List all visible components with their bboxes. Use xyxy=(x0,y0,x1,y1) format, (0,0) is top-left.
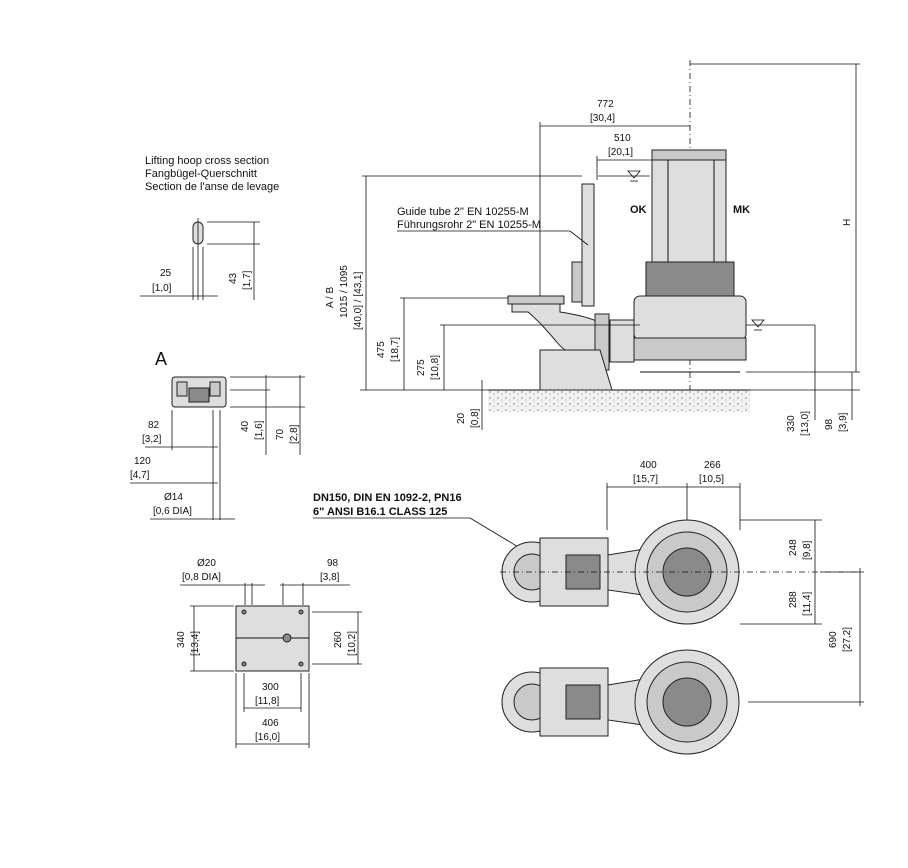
dim-330: 330 xyxy=(786,415,797,432)
dim-120: 120 xyxy=(134,456,151,467)
dim-260: 260 xyxy=(333,631,344,648)
ground xyxy=(488,390,750,412)
dim-248: 248 xyxy=(788,539,799,556)
motor-housing xyxy=(651,149,727,267)
dim-406-in: [16,0] xyxy=(255,732,280,743)
dim-ab-in: [40,0] / [43,1] xyxy=(353,271,364,330)
dim-340: 340 xyxy=(176,631,187,648)
dim-690: 690 xyxy=(828,631,839,648)
dim-275-in: [10,8] xyxy=(430,355,441,380)
dim-40: 40 xyxy=(240,420,251,432)
dim-288: 288 xyxy=(788,591,799,608)
dim-248-in: [9,8] xyxy=(802,540,813,560)
dim-98s-in: [3,9] xyxy=(838,412,849,432)
dim-98b: 98 xyxy=(327,558,339,569)
coupling-stand xyxy=(539,349,613,391)
dim-20-in: [0,8 DIA] xyxy=(182,572,221,583)
dim-772: 772 xyxy=(597,99,614,110)
dim-300-in: [11,8] xyxy=(255,696,279,707)
discharge-flange xyxy=(507,295,565,305)
dim-400: 400 xyxy=(640,460,657,471)
dim-266: 266 xyxy=(704,460,721,471)
lifting-hoop-section: Lifting hoop cross section Fangbügel-Que… xyxy=(140,155,279,300)
dim-20s-in: [0,8] xyxy=(470,408,481,428)
base-plate: Ø20 [0,8 DIA] 98 [3,8] 340 [13,4] 260 [1… xyxy=(176,558,362,748)
dim-98b-in: [3,8] xyxy=(320,572,340,583)
dim-43-in: [1,7] xyxy=(242,270,253,290)
guide-tube-label-de: Führungsrohr 2" EN 10255-M xyxy=(397,219,541,231)
dim-14: Ø14 xyxy=(164,492,183,503)
flange-spec-1: DN150, DIN EN 1092-2, PN16 xyxy=(313,492,462,504)
dim-25: 25 xyxy=(160,268,172,279)
dim-h: H xyxy=(842,219,853,226)
side-view: 772 [30,4] 510 [20,1] H Guide tube 2" EN… xyxy=(325,60,860,436)
dim-275: 275 xyxy=(416,359,427,376)
dim-510-in: [20,1] xyxy=(608,147,633,158)
section-title-en: Lifting hoop cross section xyxy=(145,155,269,167)
dim-25-in: [1,0] xyxy=(152,283,172,294)
level-mk: MK xyxy=(733,204,750,216)
detail-a-label: A xyxy=(155,349,167,369)
dim-ab: A / B xyxy=(325,287,336,308)
dim-120-in: [4,7] xyxy=(130,470,150,481)
dim-70-in: [2,8] xyxy=(289,424,300,444)
dim-40-in: [1,6] xyxy=(254,420,265,440)
dim-475: 475 xyxy=(376,341,387,358)
motor-lower xyxy=(645,261,735,299)
detail-a: A 82 [3,2] 120 [4,7] Ø14 [0,6 DIA] 40 [1… xyxy=(130,349,305,520)
section-title-de: Fangbügel-Querschnitt xyxy=(145,168,257,180)
dim-475-in: [18,7] xyxy=(390,337,401,362)
plan-unit-lower xyxy=(501,649,740,755)
dim-288-in: [11,4] xyxy=(802,592,813,616)
dim-70: 70 xyxy=(275,428,286,440)
dim-98s: 98 xyxy=(824,418,835,430)
dim-82-in: [3,2] xyxy=(142,434,162,445)
guide-tube-label-en: Guide tube 2" EN 10255-M xyxy=(397,206,529,218)
detail-a-hook xyxy=(188,387,210,403)
plan-view: 400 [15,7] 266 [10,5] DN150, DIN EN 1092… xyxy=(313,460,864,755)
dim-260-in: [10,2] xyxy=(347,631,358,656)
dim-406: 406 xyxy=(262,718,279,729)
dim-330-in: [13,0] xyxy=(800,411,811,436)
dim-300: 300 xyxy=(262,682,279,693)
dim-20: Ø20 xyxy=(197,558,216,569)
dim-266-in: [10,5] xyxy=(699,474,724,485)
dim-510: 510 xyxy=(614,133,631,144)
dim-772-in: [30,4] xyxy=(590,113,615,124)
dim-20s: 20 xyxy=(456,412,467,424)
volute xyxy=(633,295,747,341)
dim-340-in: [13,4] xyxy=(190,631,201,656)
dim-43: 43 xyxy=(228,272,239,284)
dim-14-in: [0,6 DIA] xyxy=(153,506,192,517)
section-title-fr: Section de l'anse de levage xyxy=(145,181,279,193)
dim-690-in: [27,2] xyxy=(842,627,853,652)
flange-spec-2: 6" ANSI B16.1 CLASS 125 xyxy=(313,506,447,518)
level-ok: OK xyxy=(630,204,647,216)
pump-foot xyxy=(633,337,747,361)
plan-unit-upper xyxy=(500,519,860,625)
dim-ab-mm: 1015 / 1095 xyxy=(339,265,350,318)
dim-82: 82 xyxy=(148,420,160,431)
dim-400-in: [15,7] xyxy=(633,474,658,485)
